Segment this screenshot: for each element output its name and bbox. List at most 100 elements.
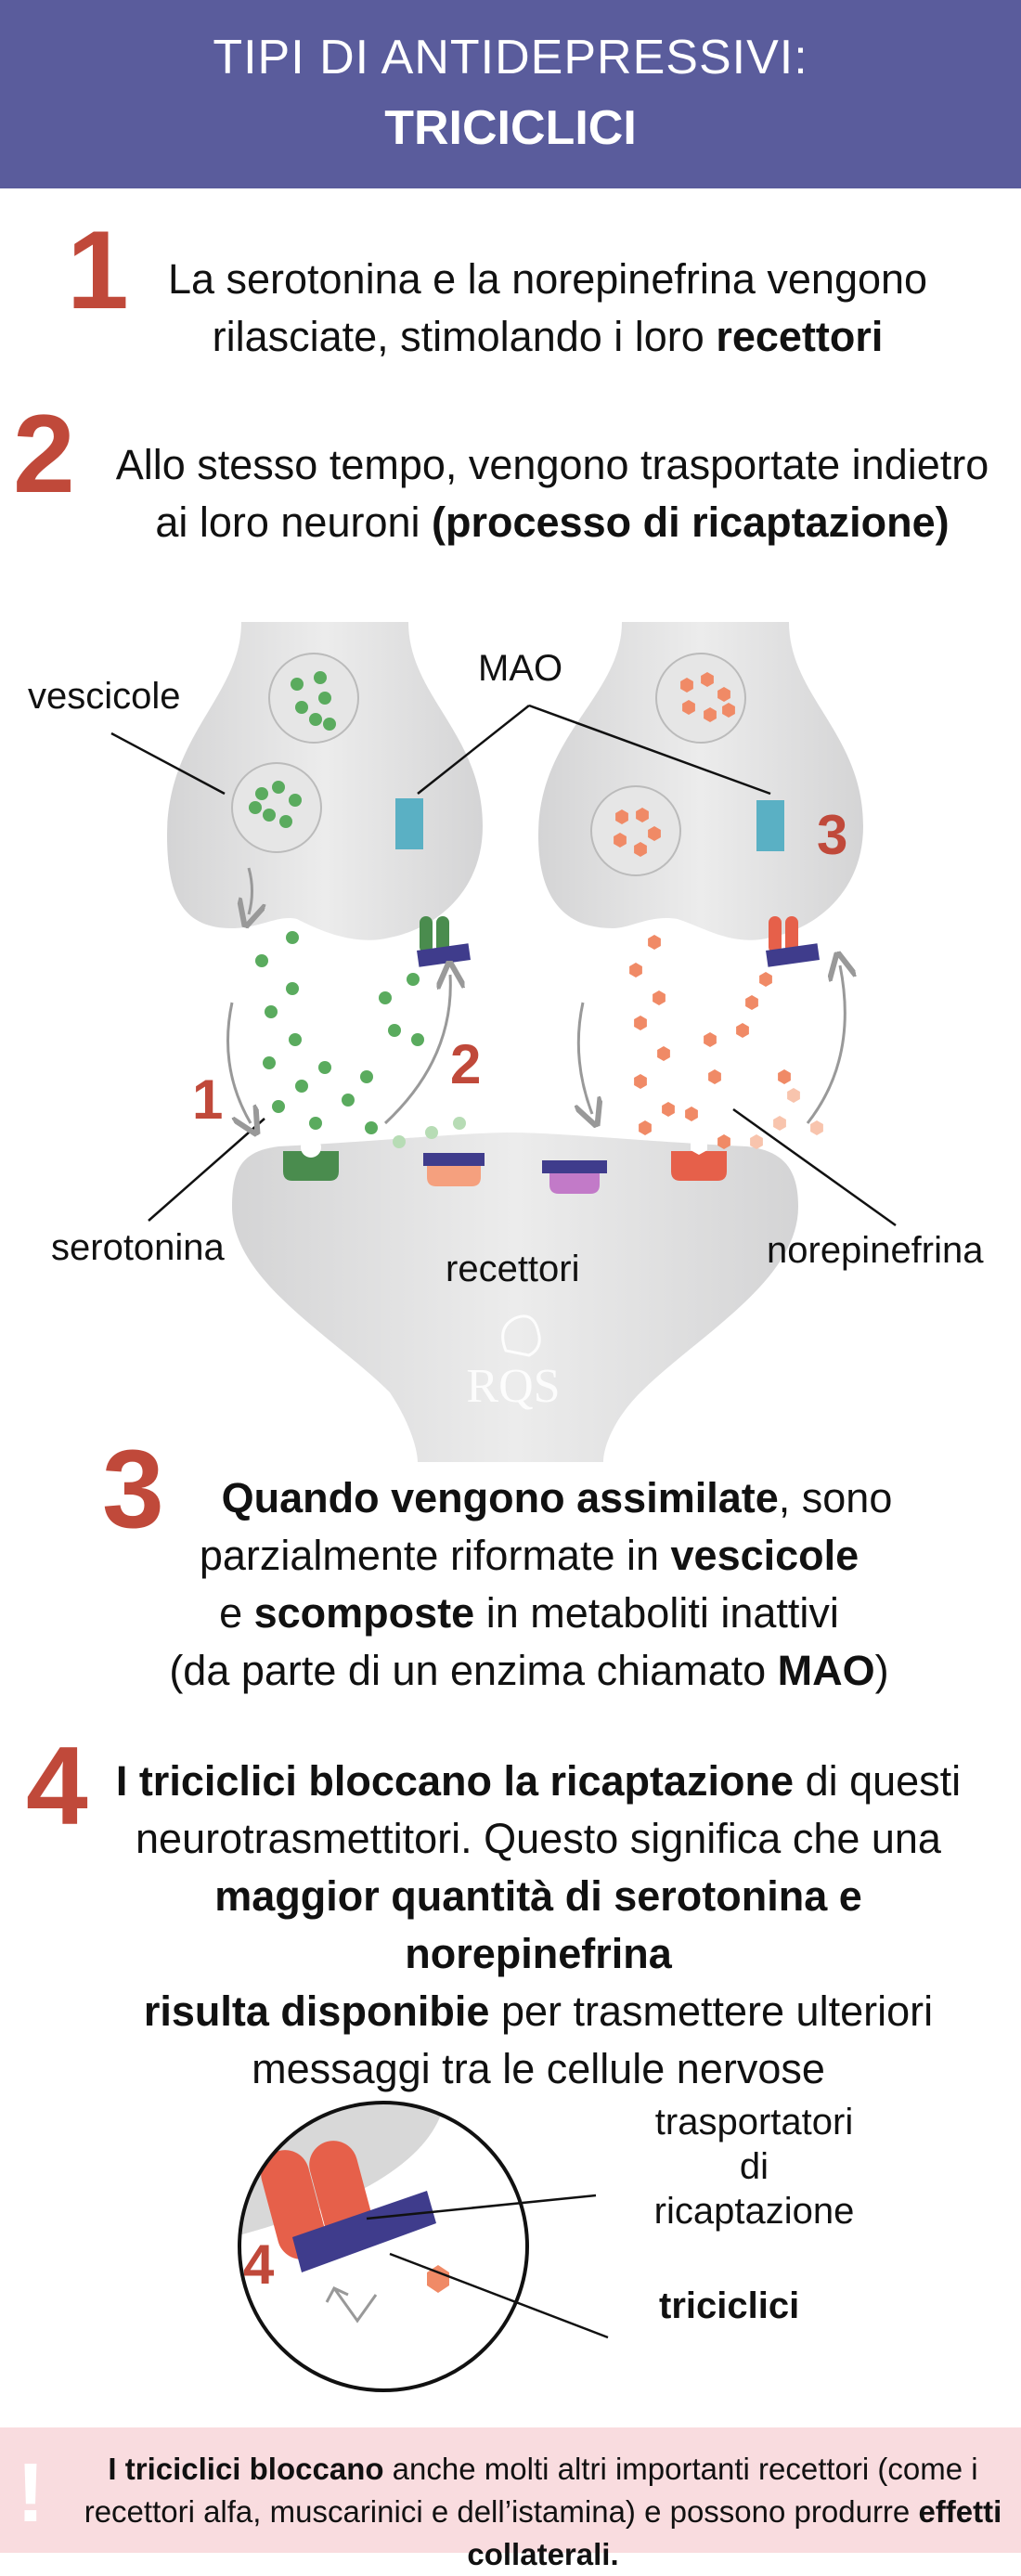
norepinephrine-molecule xyxy=(717,687,730,702)
title-line-2: TRICICLICI xyxy=(384,101,637,155)
serotonin-molecule xyxy=(314,671,327,684)
norepinephrine-molecule xyxy=(634,842,647,857)
norepinephrine-molecule-faded xyxy=(773,1116,786,1131)
norepinephrine-molecule xyxy=(648,826,661,841)
serotonin-molecule xyxy=(295,701,308,714)
serotonin-molecule-faded xyxy=(393,1135,406,1148)
arrow-reuptake-right xyxy=(806,965,845,1124)
receptor-purple xyxy=(542,1160,607,1194)
norepinephrine-molecule xyxy=(717,1134,730,1149)
receptor-serotonin xyxy=(283,1137,339,1181)
norepinephrine-molecule xyxy=(636,808,649,822)
serotonin-molecule xyxy=(318,1061,331,1074)
norepinephrine-molecule-faded xyxy=(750,1134,763,1149)
norepinephrine-molecule xyxy=(704,1032,717,1047)
serotonin-molecule xyxy=(295,1080,308,1093)
serotonin-molecule-faded xyxy=(425,1126,438,1139)
arrow-release-right xyxy=(578,1002,592,1114)
diagram-marker-3: 3 xyxy=(817,804,848,866)
receptor-pink xyxy=(423,1153,485,1186)
serotonin-molecule xyxy=(360,1070,373,1083)
norepinephrine-molecule xyxy=(657,1046,670,1061)
norepinephrine-molecule xyxy=(615,809,628,824)
vesicle-right-bottom xyxy=(590,785,681,876)
step-4-line-3: maggior quantità di serotonina e norepin… xyxy=(214,1872,862,1977)
footer-warning: ! I triciclici bloccano anche molti altr… xyxy=(0,2427,1021,2571)
synapse-diagram: RQS xyxy=(110,622,897,1462)
serotonin-molecule xyxy=(291,678,304,691)
norepinephrine-molecule xyxy=(634,1016,647,1030)
serotonin-molecule xyxy=(309,1117,322,1130)
step-3-number: 3 xyxy=(102,1427,164,1551)
serotonin-molecule xyxy=(318,692,331,705)
arrow-release-down-left xyxy=(226,1002,252,1123)
step-4-text: I triciclici bloccano la ricaptazione di… xyxy=(84,1753,993,2098)
serotonin-molecule xyxy=(289,794,302,807)
serotonin-molecule xyxy=(286,931,299,944)
step-1-line-2: rilasciate, stimolando i loro recettori xyxy=(212,313,884,360)
zoom-inset xyxy=(238,2101,609,2392)
norepinephrine-molecule xyxy=(629,963,642,977)
mao-enzyme-right xyxy=(756,800,784,851)
norepinephrine-molecule xyxy=(704,707,717,722)
norepinephrine-molecule-faded xyxy=(810,1120,823,1135)
serotonin-molecule xyxy=(263,1056,276,1069)
norepinephrine-molecule xyxy=(701,672,714,687)
norepinephrine-molecule xyxy=(614,833,627,848)
norepinephrine-molecule xyxy=(736,1023,749,1038)
norepinephrine-molecule xyxy=(662,1102,675,1117)
step-1-text: La serotonina e la norepinefrina vengono… xyxy=(130,251,965,366)
norepinephrine-molecule xyxy=(682,700,695,715)
serotonin-molecule xyxy=(272,781,285,794)
label-mao: MAO xyxy=(478,648,563,689)
receptor-norepinephrine xyxy=(671,1136,727,1181)
vesicle-left-top xyxy=(268,653,359,744)
vesicle-right-top xyxy=(655,653,746,744)
serotonin-molecule xyxy=(407,973,420,986)
serotonin-molecule xyxy=(379,991,392,1004)
step-3-line-3: e scomposte in metaboliti inattivi xyxy=(219,1589,839,1637)
step-2-line-2: ai loro neuroni (processo di ricaptazion… xyxy=(155,498,950,546)
norepinephrine-molecule xyxy=(759,972,772,987)
vesicle-left-bottom xyxy=(231,762,322,853)
footer-text: I triciclici bloccano anche molti altri … xyxy=(84,2452,1002,2571)
label-vesicles: vescicole xyxy=(28,676,181,717)
step-3-line-4: (da parte di un enzima chiamato MAO) xyxy=(169,1647,889,1694)
synaptic-cleft-molecules xyxy=(255,931,823,1149)
norepinephrine-molecule xyxy=(722,703,735,718)
step-4-line-5: messaggi tra le cellule nervose xyxy=(252,2045,825,2092)
label-tricyclics: triciclici xyxy=(659,2285,800,2326)
warning-icon: ! xyxy=(17,2447,45,2540)
step-2-text: Allo stesso tempo, vengono trasportate i… xyxy=(88,436,1016,551)
serotonin-molecule xyxy=(286,982,299,995)
presynaptic-neuron-left xyxy=(167,622,483,940)
diagram-marker-2: 2 xyxy=(450,1033,482,1095)
step-4-line-2: neurotrasmettitori. Questo significa che… xyxy=(136,1815,941,1862)
title-banner: TIPI DI ANTIDEPRESSIVI: TRICICLICI xyxy=(0,0,1021,188)
norepinephrine-molecule xyxy=(778,1069,791,1084)
serotonin-molecule xyxy=(289,1033,302,1046)
zoom-circle-outline xyxy=(238,2101,529,2392)
label-serotonin: serotonina xyxy=(51,1227,225,1268)
norepinephrine-molecule xyxy=(639,1120,652,1135)
step-2-line-1: Allo stesso tempo, vengono trasportate i… xyxy=(115,441,989,488)
serotonin-molecule xyxy=(265,1005,278,1018)
arrow-reuptake-left xyxy=(383,975,450,1125)
norepinephrine-molecule xyxy=(653,990,666,1005)
norepinephrine-molecule xyxy=(745,995,758,1010)
norepinephrine-molecule-faded xyxy=(787,1088,800,1103)
arrow-release-left xyxy=(249,867,252,914)
serotonin-molecule xyxy=(255,787,268,800)
serotonin-molecule-faded xyxy=(453,1117,466,1130)
serotonin-molecule xyxy=(272,1100,285,1113)
mao-enzyme-left xyxy=(395,798,423,849)
step-2-number: 2 xyxy=(13,392,75,516)
transporter-right xyxy=(766,916,820,967)
step-3-line-2: parzialmente riformate in vescicole xyxy=(199,1532,859,1579)
norepinephrine-molecule xyxy=(685,1107,698,1121)
svg-text:RQS: RQS xyxy=(466,1360,560,1413)
step-1-line-1: La serotonina e la norepinefrina vengono xyxy=(167,255,928,303)
serotonin-molecule xyxy=(249,801,262,814)
title-line-1: TIPI DI ANTIDEPRESSIVI: xyxy=(213,31,808,84)
serotonin-molecule xyxy=(342,1094,355,1107)
